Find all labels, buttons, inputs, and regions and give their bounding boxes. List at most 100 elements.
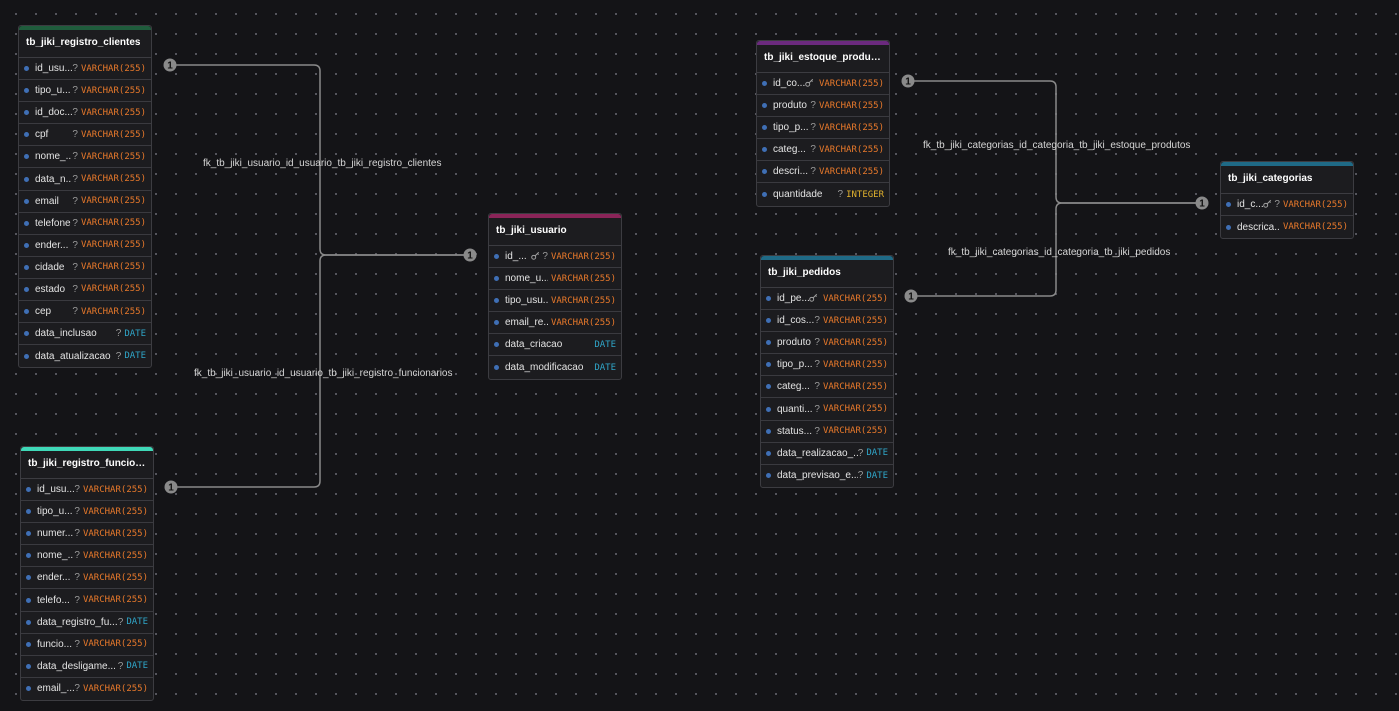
field-row[interactable]: id_doc...?VARCHAR(255) [19, 102, 151, 125]
field-row[interactable]: descrica...VARCHAR(255) [1221, 216, 1353, 238]
field-row[interactable]: tipo_p...?VARCHAR(255) [757, 117, 889, 140]
field-handle-dot[interactable] [26, 597, 31, 603]
field-row[interactable]: tipo_u...?VARCHAR(255) [21, 501, 153, 524]
field-handle-dot[interactable] [24, 132, 29, 138]
field-handle-dot[interactable] [26, 619, 31, 625]
field-handle-dot[interactable] [1226, 202, 1231, 208]
field-row[interactable]: nome_u...VARCHAR(255) [489, 268, 621, 291]
field-handle-dot[interactable] [494, 320, 499, 326]
field-row[interactable]: tipo_usu...VARCHAR(255) [489, 290, 621, 313]
field-handle-dot[interactable] [494, 365, 499, 371]
field-handle-dot[interactable] [762, 169, 767, 175]
field-row[interactable]: quantidade?INTEGER [757, 183, 889, 205]
field-handle-dot[interactable] [24, 309, 29, 315]
field-row[interactable]: data_previsao_e...?DATE [761, 465, 893, 487]
field-row[interactable]: descri...?VARCHAR(255) [757, 161, 889, 184]
field-row[interactable]: data_desligame...?DATE [21, 656, 153, 678]
field-handle-dot[interactable] [494, 254, 499, 260]
field-row[interactable]: produto?VARCHAR(255) [757, 95, 889, 118]
field-handle-dot[interactable] [24, 286, 29, 292]
field-handle-dot[interactable] [762, 81, 767, 87]
field-row[interactable]: email_...?VARCHAR(255) [21, 678, 153, 700]
field-row[interactable]: status...?VARCHAR(255) [761, 421, 893, 443]
field-handle-dot[interactable] [24, 353, 29, 359]
field-row[interactable]: tipo_p...?VARCHAR(255) [761, 354, 893, 377]
field-row[interactable]: nome_...?VARCHAR(255) [21, 545, 153, 568]
field-handle-dot[interactable] [494, 276, 499, 282]
field-row[interactable]: nome_...?VARCHAR(255) [19, 146, 151, 169]
field-handle-dot[interactable] [24, 88, 29, 94]
field-row[interactable]: id_co...VARCHAR(255) [757, 73, 889, 96]
field-row[interactable]: email?VARCHAR(255) [19, 191, 151, 213]
field-row[interactable]: data_inclusao?DATE [19, 323, 151, 346]
field-handle-dot[interactable] [494, 298, 499, 304]
field-row[interactable]: telefo...?VARCHAR(255) [21, 589, 153, 612]
field-row[interactable]: funcio...?VARCHAR(255) [21, 634, 153, 656]
field-row[interactable]: cep?VARCHAR(255) [19, 301, 151, 324]
field-row[interactable]: quanti...?VARCHAR(255) [761, 398, 893, 421]
relation-label[interactable]: fk_tb_jiki_categorias_id_categoria_tb_ji… [923, 140, 1191, 151]
field-row[interactable]: id_c...?VARCHAR(255) [1221, 194, 1353, 217]
field-handle-dot[interactable] [766, 340, 771, 346]
field-handle-dot[interactable] [24, 220, 29, 226]
field-handle-dot[interactable] [26, 509, 31, 515]
field-handle-dot[interactable] [766, 296, 771, 302]
field-row[interactable]: produto?VARCHAR(255) [761, 332, 893, 355]
field-handle-dot[interactable] [24, 264, 29, 270]
field-handle-dot[interactable] [24, 110, 29, 116]
field-row[interactable]: cpf?VARCHAR(255) [19, 124, 151, 147]
field-row[interactable]: data_registro_fu...?DATE [21, 612, 153, 634]
field-row[interactable]: data_realizacao_...?DATE [761, 443, 893, 465]
field-row[interactable]: id_usu...?VARCHAR(255) [19, 58, 151, 81]
field-handle-dot[interactable] [766, 406, 771, 412]
field-handle-dot[interactable] [26, 641, 31, 647]
field-handle-dot[interactable] [766, 428, 771, 434]
relation-label[interactable]: fk_tb_jiki_usuario_id_usuario_tb_jiki_re… [194, 368, 453, 379]
field-row[interactable]: id_...?VARCHAR(255) [489, 246, 621, 269]
field-handle-dot[interactable] [24, 198, 29, 204]
field-handle-dot[interactable] [762, 103, 767, 109]
field-handle-dot[interactable] [766, 318, 771, 324]
field-handle-dot[interactable] [26, 575, 31, 581]
field-handle-dot[interactable] [494, 342, 499, 348]
field-handle-dot[interactable] [762, 125, 767, 131]
field-row[interactable]: ender...?VARCHAR(255) [19, 235, 151, 257]
table-header[interactable]: tb_jiki_registro_clientes [19, 26, 151, 58]
field-row[interactable]: categ...?VARCHAR(255) [761, 376, 893, 399]
field-row[interactable]: email_re...VARCHAR(255) [489, 312, 621, 335]
relation-label[interactable]: fk_tb_jiki_usuario_id_usuario_tb_jiki_re… [203, 158, 442, 169]
field-handle-dot[interactable] [26, 487, 31, 493]
field-handle-dot[interactable] [24, 154, 29, 160]
field-handle-dot[interactable] [24, 331, 29, 337]
field-handle-dot[interactable] [766, 473, 771, 479]
field-row[interactable]: id_pe...VARCHAR(255) [761, 288, 893, 311]
field-row[interactable]: telefone?VARCHAR(255) [19, 213, 151, 235]
relation-label[interactable]: fk_tb_jiki_categorias_id_categoria_tb_ji… [948, 247, 1171, 258]
field-row[interactable]: categ...?VARCHAR(255) [757, 139, 889, 162]
field-row[interactable]: tipo_u...?VARCHAR(255) [19, 80, 151, 103]
field-handle-dot[interactable] [1226, 224, 1231, 230]
table-header[interactable]: tb_jiki_categorias [1221, 162, 1353, 194]
table-header[interactable]: tb_jiki_estoque_produtos [757, 41, 889, 73]
table-header[interactable]: tb_jiki_usuario [489, 214, 621, 246]
field-handle-dot[interactable] [766, 384, 771, 390]
field-row[interactable]: data_atualizacao?DATE [19, 345, 151, 367]
field-row[interactable]: estado?VARCHAR(255) [19, 279, 151, 302]
field-handle-dot[interactable] [24, 176, 29, 182]
field-row[interactable]: ender...?VARCHAR(255) [21, 567, 153, 590]
field-row[interactable]: numer...?VARCHAR(255) [21, 523, 153, 546]
field-handle-dot[interactable] [26, 686, 31, 692]
field-row[interactable]: id_usu...?VARCHAR(255) [21, 479, 153, 502]
field-handle-dot[interactable] [762, 147, 767, 153]
table-header[interactable]: tb_jiki_registro_funcion... [21, 447, 153, 479]
field-handle-dot[interactable] [24, 242, 29, 248]
field-handle-dot[interactable] [26, 663, 31, 669]
